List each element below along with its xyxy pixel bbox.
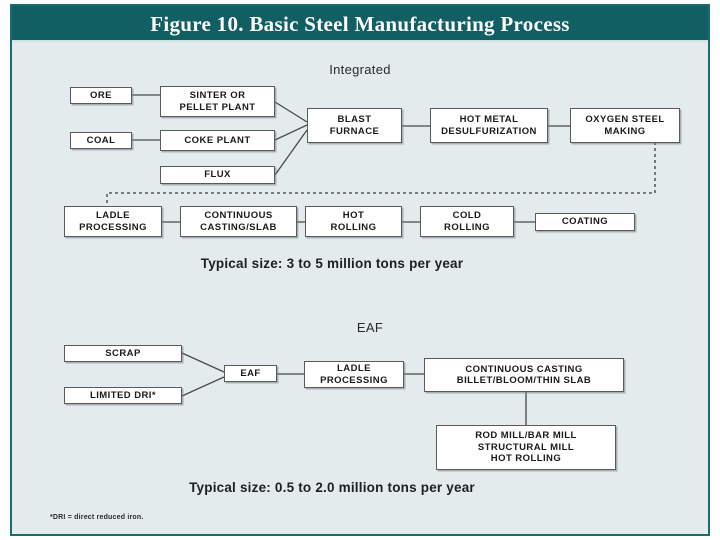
node-hot-rolling-integrated[interactable]: HOT ROLLING xyxy=(305,206,402,237)
node-limited-dri[interactable]: LIMITED DRI* xyxy=(64,387,182,404)
node-eaf[interactable]: EAF xyxy=(224,365,277,382)
node-sinter-or-pellet-plant[interactable]: SINTER OR PELLET PLANT xyxy=(160,86,275,117)
caption-integrated: Typical size: 3 to 5 million tons per ye… xyxy=(200,256,464,271)
node-blast-furnace[interactable]: BLAST FURNACE xyxy=(307,108,402,143)
node-continuous-casting-slab[interactable]: CONTINUOUS CASTING/SLAB xyxy=(180,206,297,237)
node-hot-metal-desulfurization[interactable]: HOT METAL DESULFURIZATION xyxy=(430,108,548,143)
figure-title-bar: Figure 10. Basic Steel Manufacturing Pro… xyxy=(12,6,708,42)
section-label-integrated: Integrated xyxy=(329,62,391,77)
node-ladle-processing-integrated[interactable]: LADLE PROCESSING xyxy=(64,206,162,237)
diagram-canvas: Integrated ORE SINTER OR PELLET PLANT CO… xyxy=(12,42,708,534)
node-scrap[interactable]: SCRAP xyxy=(64,345,182,362)
node-continuous-casting-billet[interactable]: CONTINUOUS CASTING BILLET/BLOOM/THIN SLA… xyxy=(424,358,624,392)
node-ladle-processing-eaf[interactable]: LADLE PROCESSING xyxy=(304,361,404,388)
figure-frame: Figure 10. Basic Steel Manufacturing Pro… xyxy=(10,4,710,536)
footnote-dri: *DRI = direct reduced iron. xyxy=(50,514,144,521)
node-coating[interactable]: COATING xyxy=(535,213,635,231)
caption-eaf: Typical size: 0.5 to 2.0 million tons pe… xyxy=(189,480,475,495)
node-ore[interactable]: ORE xyxy=(70,87,132,104)
node-cold-rolling[interactable]: COLD ROLLING xyxy=(420,206,514,237)
node-oxygen-steel-making[interactable]: OXYGEN STEEL MAKING xyxy=(570,108,680,143)
node-rod-bar-structural-mills[interactable]: ROD MILL/BAR MILL STRUCTURAL MILL HOT RO… xyxy=(436,425,616,470)
node-coke-plant[interactable]: COKE PLANT xyxy=(160,130,275,151)
node-coal[interactable]: COAL xyxy=(70,132,132,149)
section-label-eaf: EAF xyxy=(356,320,384,335)
node-flux[interactable]: FLUX xyxy=(160,166,275,184)
figure-title: Figure 10. Basic Steel Manufacturing Pro… xyxy=(150,12,570,36)
